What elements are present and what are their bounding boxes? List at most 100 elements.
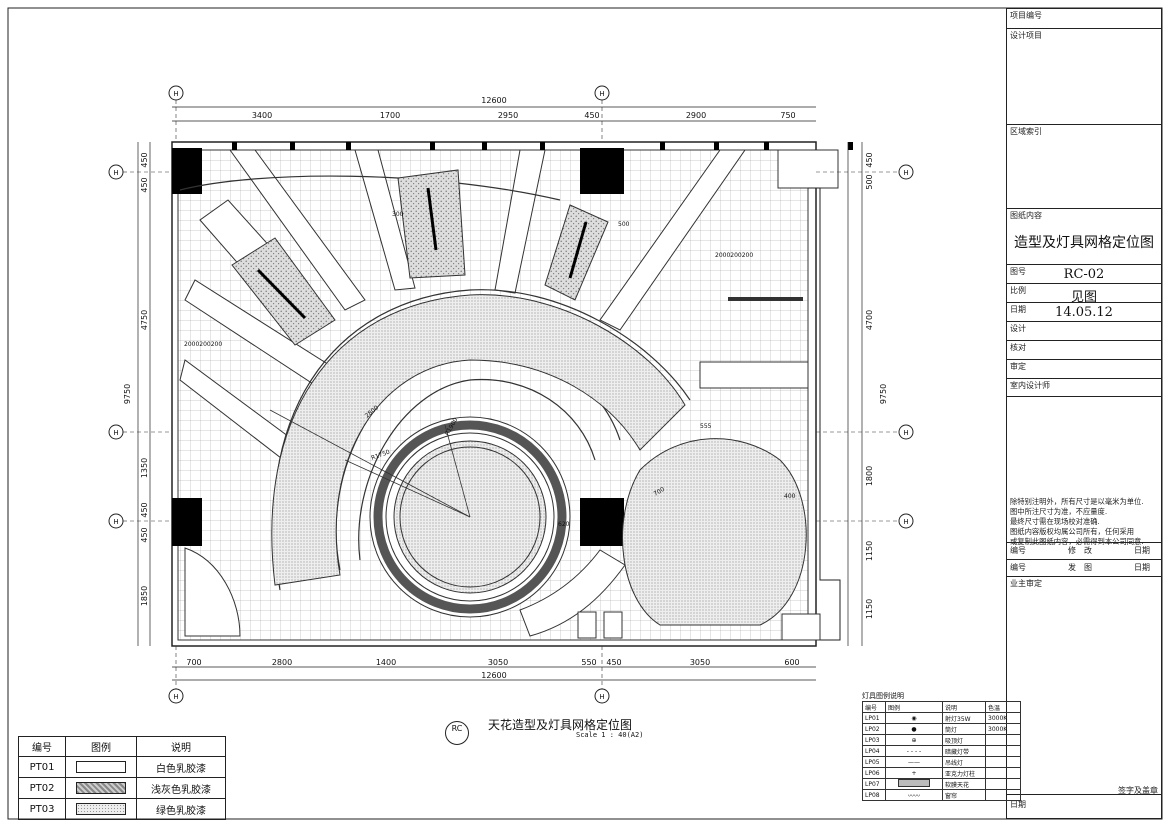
right-box [781, 613, 821, 641]
inner-label: R1900 [444, 417, 460, 437]
spotlight-icon: ◉ [885, 712, 943, 724]
bottom-dim: 600 [784, 658, 799, 667]
lamp-desc: 窗帘 [942, 789, 986, 801]
column [580, 498, 624, 546]
acrylic-pillar-icon: + [885, 767, 943, 779]
lamp-temp [985, 756, 1021, 768]
project-label: 设计项目 [1010, 31, 1042, 40]
owner-label: 业主审定 [1010, 579, 1042, 588]
light-strip-icon: - - - - [885, 745, 943, 757]
lamp-desc: 暗藏灯带 [942, 745, 986, 757]
bottom-dim: 1400 [376, 658, 396, 667]
right-total-dim: 9750 [879, 384, 888, 404]
radius-lines [269, 409, 471, 518]
lamp-desc: 吸顶灯 [942, 734, 986, 746]
left-dim: 4750 [140, 310, 149, 330]
legend-swatch [65, 756, 137, 778]
ceiling-box [777, 149, 839, 189]
designer-label: 室内设计师 [1010, 381, 1050, 390]
left-dim: 450 [140, 527, 149, 542]
left-dim: 1350 [140, 458, 149, 478]
inner-label: 700 [653, 486, 667, 498]
axis-label: H [599, 693, 604, 701]
axis-label: H [903, 518, 908, 526]
axis-label: H [173, 693, 178, 701]
rev1-action: 修 改 [1068, 546, 1092, 555]
date-value: 14.05.12 [1055, 305, 1113, 320]
top-total-dim: 12600 [481, 96, 506, 105]
axis-label: H [113, 169, 118, 177]
right-dim: 500 [865, 174, 874, 189]
axis-label: H [599, 90, 604, 98]
inner-label: 2000200200 [715, 252, 753, 259]
panel-lights [256, 187, 588, 320]
area-index-label: 区域索引 [1010, 127, 1042, 136]
star-band [271, 294, 686, 586]
right-dim: 1800 [865, 466, 874, 486]
review-label: 审定 [1010, 362, 1026, 371]
project-no-label: 项目编号 [1010, 11, 1042, 20]
bottom-dim: 700 [186, 658, 201, 667]
date-label: 日期 [1010, 305, 1026, 314]
bottom-total-dim: 12600 [481, 671, 506, 680]
lamp-header: 编号 [862, 701, 886, 713]
sign-label: 签字及盖章 [1118, 786, 1158, 795]
axis-label: H [903, 169, 908, 177]
lamp-temp [985, 734, 1021, 746]
note-line: 图纸内容版权均属公司所有，任何采用 [1010, 527, 1135, 536]
lamp-code: LP01 [862, 712, 886, 724]
soft-film-icon [885, 778, 943, 790]
lamp-desc: 亚克力灯柱 [942, 767, 986, 779]
date-bottom-label: 日期 [1010, 800, 1026, 809]
legend-header: 编号 [18, 736, 66, 757]
content-value: 造型及灯具网格定位图 [1014, 235, 1154, 251]
design-label: 设计 [1010, 324, 1026, 333]
left-dim: 450 [140, 177, 149, 192]
left-dim: 450 [140, 152, 149, 167]
lamp-temp: 3000K [985, 712, 1021, 724]
lamp-desc: 筒灯 [942, 723, 986, 735]
inner-label: R1750 [370, 449, 391, 462]
bottom-dim: 3050 [690, 658, 710, 667]
lamp-desc: 射灯35W [942, 712, 986, 724]
wall-markers [232, 142, 853, 150]
lamp-legend-title: 灯具图例说明 [862, 692, 904, 700]
left-dim: 450 [140, 502, 149, 517]
top-dim: 1700 [380, 111, 400, 120]
legend-swatch [65, 777, 137, 799]
rev2-action: 发 图 [1068, 563, 1092, 572]
material-legend: 编号 图例 说明 PT01 白色乳胶漆 PT02 浅灰色乳胶漆 PT03 绿色乳… [18, 736, 226, 820]
rev1-date: 日期 [1134, 546, 1150, 555]
left-total-dim: 9750 [123, 384, 132, 404]
right-dim: 4700 [865, 310, 874, 330]
axis-label: H [903, 429, 908, 437]
lamp-header: 说明 [942, 701, 986, 713]
top-dim: 450 [584, 111, 599, 120]
lamp-code: LP04 [862, 745, 886, 757]
lamp-temp: 3000K [985, 723, 1021, 735]
radial-beams [179, 150, 746, 466]
check-label: 核对 [1010, 343, 1026, 352]
drawing-scale: Scale 1 : 40(A2) [576, 731, 644, 739]
lamp-code: LP08 [862, 789, 886, 801]
bar [728, 297, 803, 301]
inner-label: 400 [784, 493, 796, 500]
top-dim: 750 [780, 111, 795, 120]
box [577, 611, 597, 639]
top-dim: 3400 [252, 111, 272, 120]
legend-header: 说明 [136, 736, 226, 757]
drawing-no-label: 图号 [1010, 267, 1026, 276]
dimension-lines [137, 106, 863, 681]
axis-labels: H H H H H H H H H H [113, 90, 908, 701]
drawing-title: 天花造型及灯具网格定位图 [488, 718, 633, 732]
lamp-temp [985, 789, 1021, 801]
lamp-code: LP07 [862, 778, 886, 790]
note-line: 图中所注尺寸为准，不应量度. [1010, 507, 1108, 516]
rev2-date: 日期 [1134, 563, 1150, 572]
notes: 除特别注明外，所有尺寸是以毫米为单位. 图中所注尺寸为准，不应量度. 最终尺寸需… [1010, 497, 1160, 547]
pendant-icon: —— [885, 756, 943, 768]
inner-label: 620 [558, 521, 570, 528]
